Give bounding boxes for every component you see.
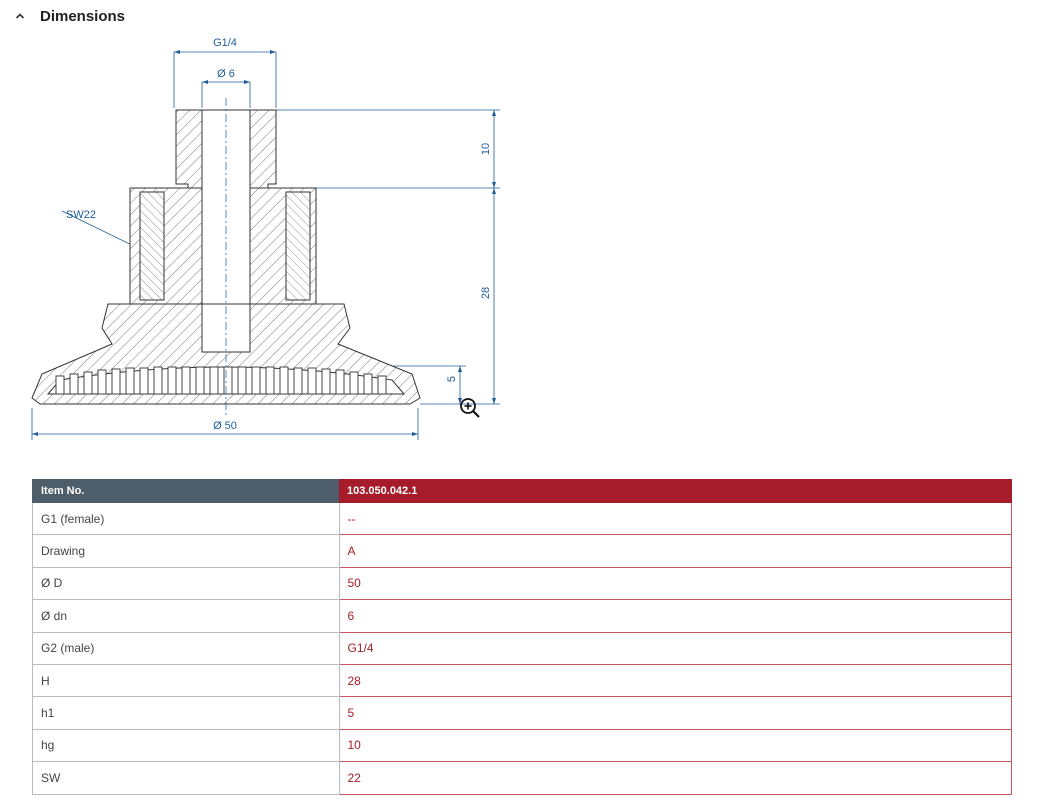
table-row: G2 (male)G1/4 xyxy=(32,632,1012,665)
row-label: hg xyxy=(32,729,340,763)
chevron-up-icon[interactable] xyxy=(12,8,28,24)
label-inner-diameter: Ø 6 xyxy=(217,68,235,80)
label-height-10: 10 xyxy=(480,143,492,155)
zoom-in-icon[interactable] xyxy=(458,396,482,420)
table-row: G1 (female)-- xyxy=(32,503,1012,536)
label-outer-diameter: Ø 50 xyxy=(213,420,237,432)
row-value: 10 xyxy=(339,729,1012,763)
label-height-28: 28 xyxy=(480,287,492,299)
label-thread: G1/4 xyxy=(213,37,237,49)
section-header[interactable]: Dimensions xyxy=(12,4,125,28)
row-label: SW xyxy=(32,761,340,795)
row-value: 5 xyxy=(339,696,1012,730)
row-label: G1 (female) xyxy=(32,503,340,536)
row-value: 22 xyxy=(339,761,1012,795)
label-height-5: 5 xyxy=(446,376,458,382)
header-label: Item No. xyxy=(32,479,339,503)
row-value: -- xyxy=(339,503,1012,536)
specification-table: Item No. 103.050.042.1 G1 (female)-- Dra… xyxy=(32,479,1012,795)
row-label: Ø dn xyxy=(32,599,340,633)
section-title: Dimensions xyxy=(40,7,126,25)
dimension-drawing: G1/4 Ø 6 Ø 50 SW22 10 28 5 xyxy=(0,28,560,448)
table-header-row: Item No. 103.050.042.1 xyxy=(32,479,1012,503)
row-value: 6 xyxy=(339,599,1012,633)
row-label: G2 (male) xyxy=(32,632,340,665)
label-wrench-size: SW22 xyxy=(66,209,96,221)
row-value: 50 xyxy=(339,567,1012,601)
row-value: 28 xyxy=(339,664,1012,698)
row-label: Drawing xyxy=(32,534,340,568)
row-label: H xyxy=(32,664,340,698)
technical-drawing: G1/4 Ø 6 Ø 50 SW22 10 28 5 xyxy=(31,37,500,440)
row-label: h1 xyxy=(32,696,340,730)
row-label: Ø D xyxy=(32,567,340,601)
row-value: G1/4 xyxy=(339,632,1012,665)
row-value: A xyxy=(339,534,1012,568)
header-value: 103.050.042.1 xyxy=(339,479,1012,503)
